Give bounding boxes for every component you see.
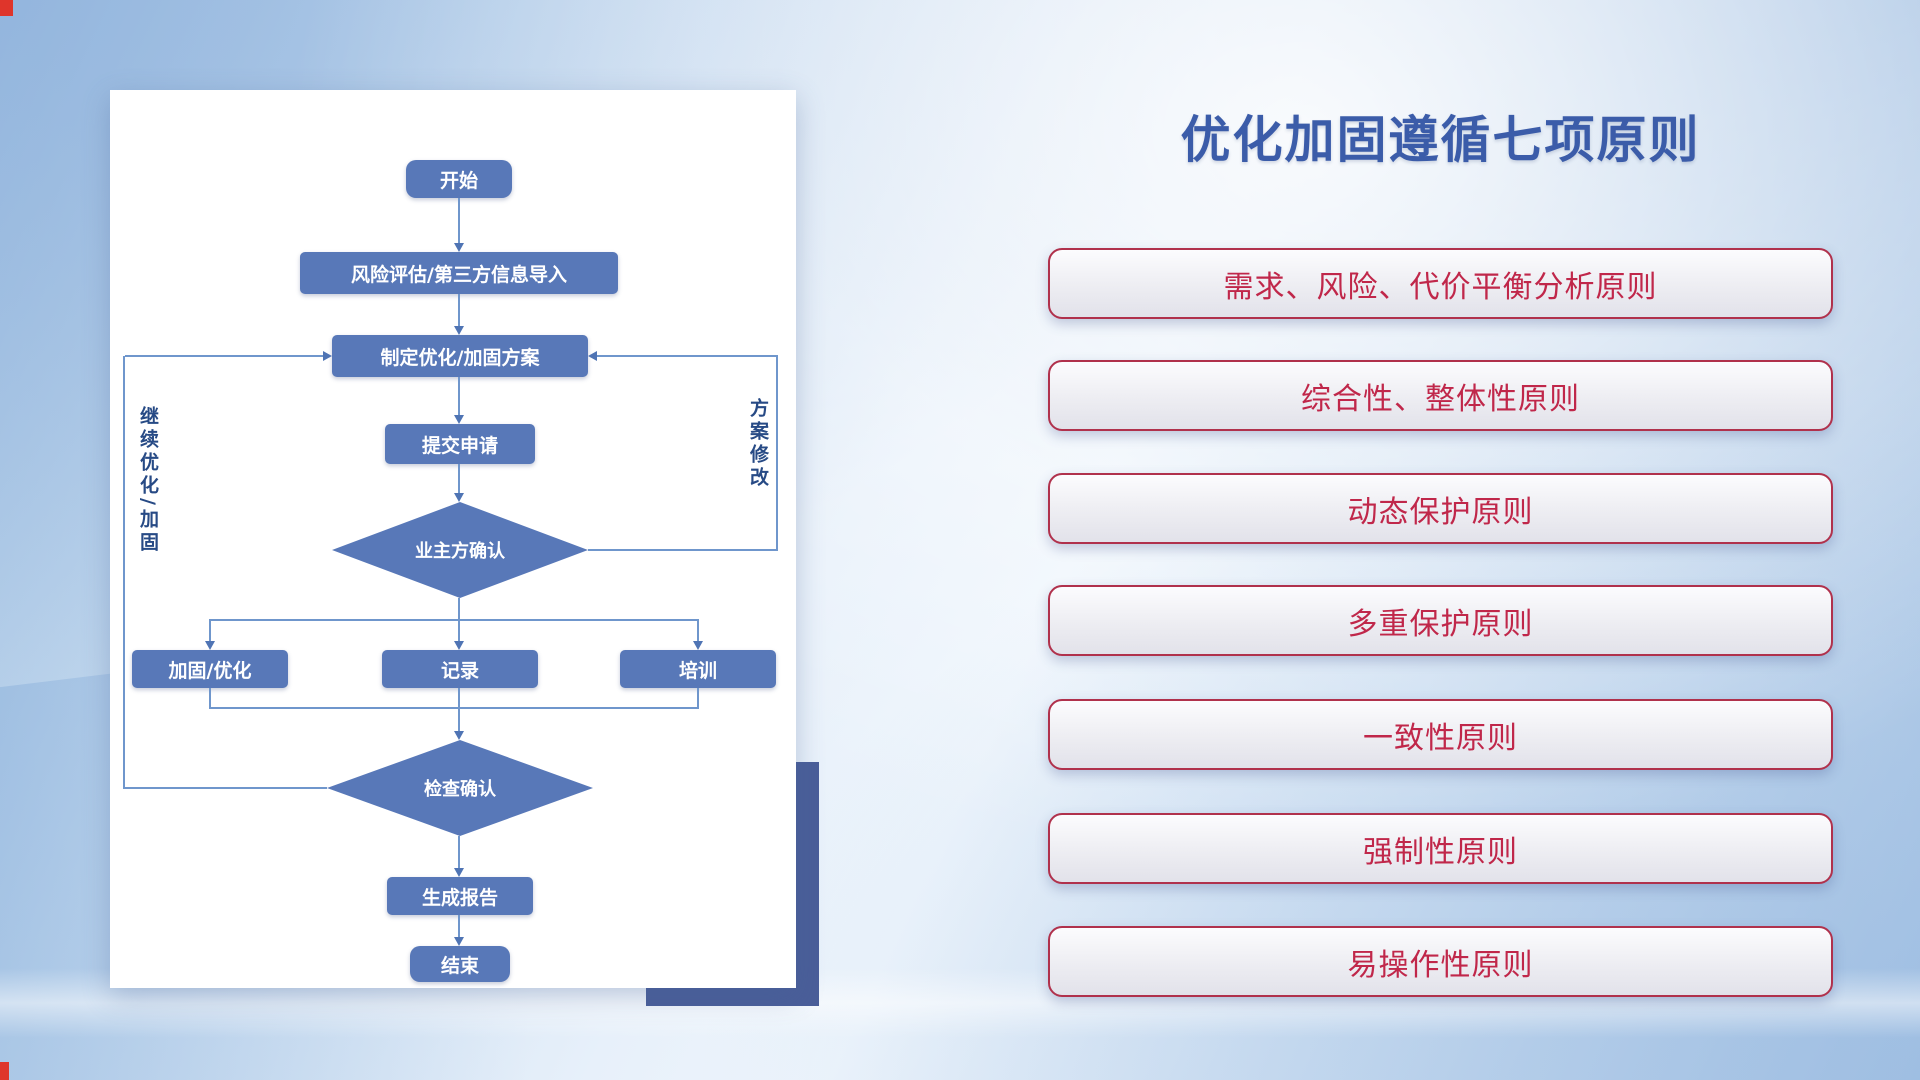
flow-node-plan-label: 制定优化/加固方案 <box>380 346 540 369</box>
flow-node-training: 培训 <box>620 650 776 688</box>
flow-node-make-plan: 制定优化/加固方案 <box>332 335 588 377</box>
principle-label: 易操作性原则 <box>1347 947 1534 983</box>
arrow-down-icon <box>454 731 464 740</box>
flow-connector <box>123 356 125 789</box>
flow-connector <box>588 549 778 551</box>
arrow-left-icon <box>588 351 597 361</box>
flow-connector <box>123 787 327 789</box>
flow-node-end-label: 结束 <box>440 954 479 977</box>
flow-decision-check-label: 检查确认 <box>424 779 496 800</box>
flow-node-record: 记录 <box>382 650 538 688</box>
arrow-down-icon <box>454 937 464 946</box>
flow-node-start-label: 开始 <box>439 169 478 192</box>
principle-item: 强制性原则 <box>1048 813 1833 884</box>
flowchart-card: 开始 风险评估/第三方信息导入 制定优化/加固方案 提交申请 业主方确认 加固/… <box>110 90 796 988</box>
flow-connector <box>597 355 778 357</box>
flow-connector <box>458 598 460 621</box>
principle-label: 需求、风险、代价平衡分析原则 <box>1223 269 1658 305</box>
flow-node-submit-request: 提交申请 <box>385 424 535 464</box>
flow-connector <box>697 621 699 642</box>
arrow-down-icon <box>454 326 464 335</box>
arrow-down-icon <box>454 868 464 877</box>
flow-connector <box>697 688 699 708</box>
flow-connector <box>458 464 460 494</box>
principle-label: 多重保护原则 <box>1347 606 1534 642</box>
principle-item: 动态保护原则 <box>1048 473 1833 544</box>
flow-connector <box>458 688 460 708</box>
flow-connector <box>458 709 460 732</box>
flow-node-generate-report: 生成报告 <box>387 877 533 915</box>
flow-node-submit-label: 提交申请 <box>421 434 498 457</box>
flow-node-risk-label: 风险评估/第三方信息导入 <box>351 263 567 286</box>
flow-connector <box>458 621 460 642</box>
flow-connector <box>209 621 211 642</box>
edge-label-plan-revision: 方案修改 <box>747 398 769 490</box>
flow-decision-owner-label: 业主方确认 <box>415 541 505 562</box>
flow-node-risk-assessment: 风险评估/第三方信息导入 <box>300 252 618 294</box>
flow-connector <box>209 707 699 709</box>
flow-connector <box>458 377 460 416</box>
flow-node-harden-optimize: 加固/优化 <box>132 650 288 688</box>
flow-node-harden-label: 加固/优化 <box>168 659 252 682</box>
flow-connector <box>776 356 778 551</box>
flow-connector <box>458 836 460 869</box>
principle-item: 需求、风险、代价平衡分析原则 <box>1048 248 1833 319</box>
principle-item: 易操作性原则 <box>1048 926 1833 997</box>
flow-connector <box>458 915 460 938</box>
flow-decision-owner-confirm: 业主方确认 <box>332 502 588 598</box>
flow-decision-check-confirm: 检查确认 <box>327 740 593 836</box>
principle-item: 多重保护原则 <box>1048 585 1833 656</box>
principle-label: 强制性原则 <box>1363 834 1518 870</box>
arrow-down-icon <box>205 641 215 650</box>
arrow-down-icon <box>454 493 464 502</box>
flow-node-report-label: 生成报告 <box>421 886 498 909</box>
principle-label: 动态保护原则 <box>1347 494 1534 530</box>
principle-item: 一致性原则 <box>1048 699 1833 770</box>
flow-connector <box>458 198 460 244</box>
flow-connector <box>125 355 323 357</box>
flow-connector <box>209 619 699 621</box>
principle-label: 综合性、整体性原则 <box>1301 381 1580 417</box>
corner-red-mark-bottom <box>0 1062 9 1080</box>
arrow-right-icon <box>323 351 332 361</box>
flow-node-training-label: 培训 <box>678 659 717 682</box>
principle-label: 一致性原则 <box>1363 720 1518 756</box>
flow-node-record-label: 记录 <box>440 659 479 682</box>
flow-connector <box>458 294 460 327</box>
edge-label-continue-optimize: 继续优化/加固 <box>137 406 159 555</box>
principle-item: 综合性、整体性原则 <box>1048 360 1833 431</box>
page-title: 优化加固遵循七项原则 <box>1180 111 1701 169</box>
flow-connector <box>209 688 211 708</box>
flow-node-start: 开始 <box>406 160 512 198</box>
flow-node-end: 结束 <box>410 946 510 982</box>
arrow-down-icon <box>454 641 464 650</box>
arrow-down-icon <box>693 641 703 650</box>
arrow-down-icon <box>454 243 464 252</box>
corner-red-mark-top <box>0 0 13 16</box>
arrow-down-icon <box>454 415 464 424</box>
